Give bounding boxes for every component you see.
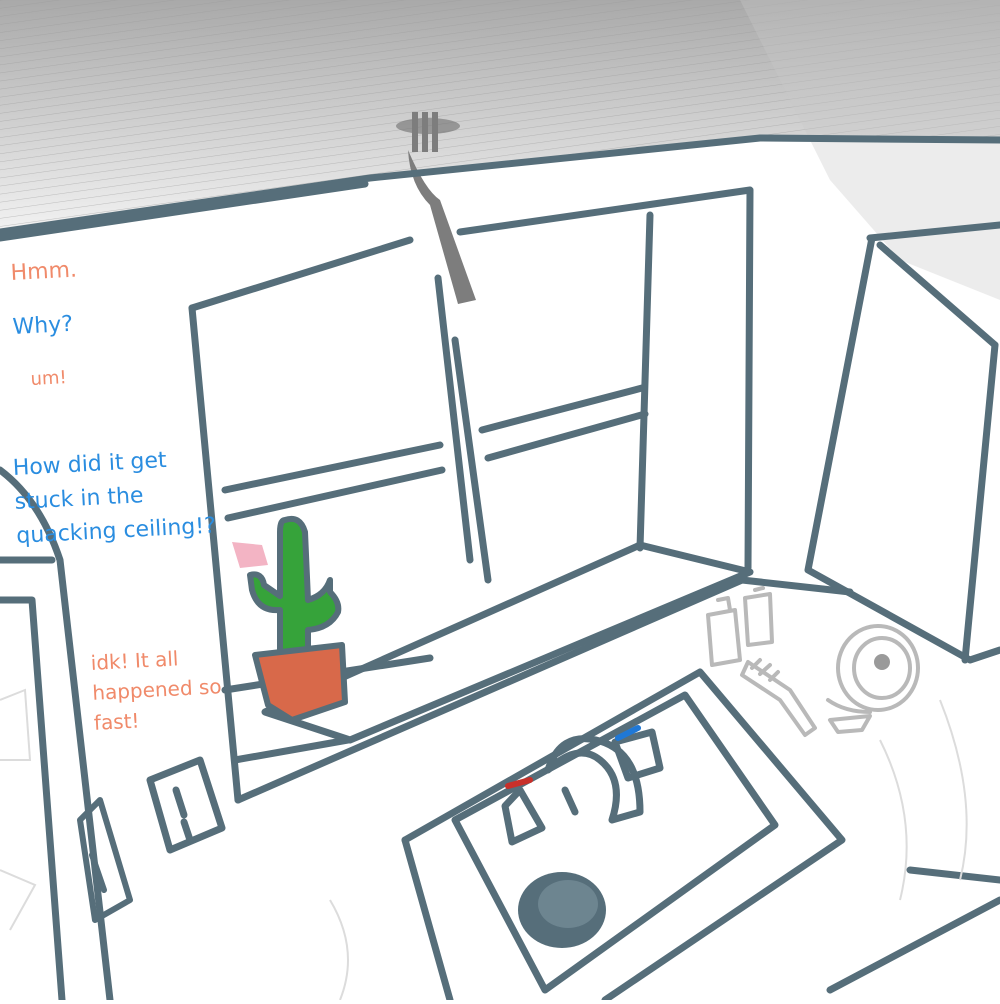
note-why: Why?	[11, 311, 74, 340]
pot-icon	[252, 642, 348, 723]
dish-icon	[826, 624, 920, 734]
soap-bottle-icon	[706, 586, 774, 667]
cold-tap-icon	[615, 725, 641, 741]
outlet-icon	[77, 756, 226, 923]
ceiling	[0, 0, 1000, 300]
left-appliance	[0, 466, 114, 1004]
note-um: um!	[30, 367, 68, 390]
upper-cabinet	[804, 221, 1000, 664]
brush-icon	[740, 658, 817, 737]
cactus-icon	[232, 515, 342, 663]
sink	[401, 668, 1000, 1004]
fork-icon	[396, 112, 476, 304]
note-how-did-it-get-stuck: How did it get stuck in the quacking cei…	[12, 447, 217, 549]
counter-edge	[738, 576, 854, 596]
note-hmm: Hmm.	[9, 257, 78, 286]
hot-tap-icon	[505, 777, 533, 789]
flower-icon	[232, 542, 268, 568]
window	[188, 186, 754, 804]
faucet-icon	[501, 728, 664, 846]
note-idk: idk! It all happened so fast!	[90, 646, 223, 735]
ceiling-edge	[0, 134, 1000, 236]
